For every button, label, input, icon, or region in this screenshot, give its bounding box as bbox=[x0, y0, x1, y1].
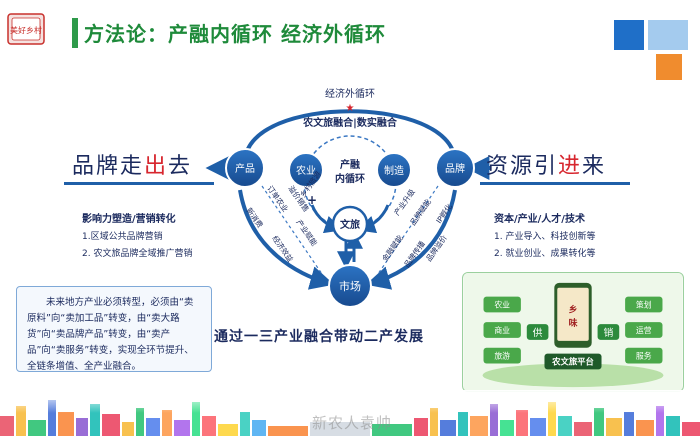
watermark: 新农人袁帅 bbox=[312, 414, 393, 432]
brand-out-block-title: 影响力塑造/营销转化 bbox=[82, 214, 176, 225]
brand-out-item: 1.区域公共品牌营销 bbox=[82, 232, 163, 242]
platform-supply-label: 供 bbox=[533, 326, 543, 339]
inner-loop-label-line1: 产融 bbox=[340, 158, 360, 171]
resource-in-underline bbox=[480, 182, 630, 185]
label-financial-support: 金融赋能 bbox=[379, 232, 405, 263]
resource-in-heading-part1: 资源引 bbox=[486, 154, 559, 179]
logo-text: 美好乡村 bbox=[10, 25, 42, 35]
inner-loop-label-line2: 内循环 bbox=[335, 172, 365, 185]
resource-in-heading-highlight: 进 bbox=[558, 154, 583, 179]
brand-out-heading-part2: 去 bbox=[168, 154, 193, 179]
platform-right-tags: 策划 运营 服务 bbox=[625, 296, 663, 364]
node-manufacturing-label: 制造 bbox=[384, 164, 404, 177]
node-manufacturing: 制造 bbox=[376, 152, 412, 188]
outer-loop-label: 经济外循环 bbox=[325, 87, 375, 100]
brand-out-heading-part1: 品牌走 bbox=[72, 154, 145, 179]
label-branding-support: 品牌赋能 bbox=[407, 196, 433, 227]
brand-out-item: 2. 农文旅品牌全域推广营销 bbox=[82, 249, 193, 259]
node-product-label: 产品 bbox=[235, 162, 255, 175]
resource-in-item: 1. 产业导入、科技创新等 bbox=[494, 232, 596, 242]
brand-out-info: 影响力塑造/营销转化 1.区域公共品牌营销 2. 农文旅品牌全域推广营销 bbox=[82, 210, 242, 259]
resource-in-heading: 资源引进来 bbox=[486, 148, 606, 180]
label-industrial-support: 产业赋能 bbox=[294, 217, 320, 248]
skyline-decoration bbox=[0, 390, 700, 436]
svg-text:味: 味 bbox=[569, 317, 578, 329]
platform-tag-right: 运营 bbox=[636, 325, 652, 335]
summary-text: 未来地方产业必须转型，必须由“卖原料”向“卖加工品”转变，由“卖大路货”向“卖品… bbox=[27, 297, 194, 372]
platform-tag-left: 商业 bbox=[494, 325, 510, 335]
bottom-caption: 通过一三产业融合带动二产发展 bbox=[214, 329, 424, 345]
page-title: 方法论：产融内循环 经济外循环 bbox=[84, 22, 386, 46]
resource-in-item: 2. 就业创业、成果转化等 bbox=[494, 249, 596, 259]
resource-in-info: 资本/产业/人才/技术 1. 产业导入、科技创新等 2. 就业创业、成果转化等 bbox=[494, 210, 654, 259]
star-icon: ★ bbox=[346, 103, 355, 114]
summary-box: 未来地方产业必须转型，必须由“卖原料”向“卖加工品”转变，由“卖大路货”向“卖品… bbox=[16, 286, 212, 372]
plus-icon: + bbox=[307, 193, 317, 207]
phone-icon: 乡 味 bbox=[554, 282, 592, 348]
platform-tag-right: 策划 bbox=[636, 299, 652, 309]
platform-tag-right: 服务 bbox=[636, 351, 652, 361]
outer-loop-arc-top bbox=[243, 109, 457, 161]
brand-out-underline bbox=[64, 182, 214, 185]
brand-out-heading-highlight: 出 bbox=[144, 154, 169, 179]
platform-left-tags: 农业 商业 旅游 bbox=[483, 296, 521, 364]
resource-in-heading-part2: 来 bbox=[582, 154, 607, 179]
node-culture-tourism: 文旅 bbox=[331, 205, 369, 243]
platform-sales-label: 销 bbox=[603, 326, 613, 339]
platform-tag-left: 农业 bbox=[494, 299, 510, 309]
platform-tag-left: 旅游 bbox=[494, 351, 510, 361]
fusion-label: 农文旅融合|数实融合 bbox=[302, 116, 398, 129]
node-agriculture: 农业 bbox=[288, 152, 324, 188]
node-product: 产品 bbox=[225, 148, 265, 188]
node-market: 市场 bbox=[328, 264, 372, 308]
platform-center-label: 农文旅平台 bbox=[551, 356, 594, 366]
platform-illustration: 农业 商业 旅游 策划 运营 服务 乡 味 供 销 农文旅平台 bbox=[462, 272, 684, 392]
brand-out-heading: 品牌走出去 bbox=[72, 148, 192, 180]
resource-in-block-title: 资本/产业/人才/技术 bbox=[494, 214, 585, 225]
node-culture-tourism-label: 文旅 bbox=[340, 218, 360, 231]
node-market-label: 市场 bbox=[339, 279, 361, 293]
node-agriculture-label: 农业 bbox=[296, 164, 316, 177]
node-brand: 品牌 bbox=[435, 148, 475, 188]
node-brand-label: 品牌 bbox=[445, 162, 465, 175]
outer-loop-arc-right-to-market bbox=[365, 189, 457, 290]
corner-decoration bbox=[614, 20, 688, 80]
title-accent-bar bbox=[72, 18, 78, 48]
logo: 美好乡村 bbox=[7, 13, 45, 45]
svg-text:乡: 乡 bbox=[569, 304, 578, 315]
outer-loop-arc-left-to-market bbox=[238, 189, 335, 290]
